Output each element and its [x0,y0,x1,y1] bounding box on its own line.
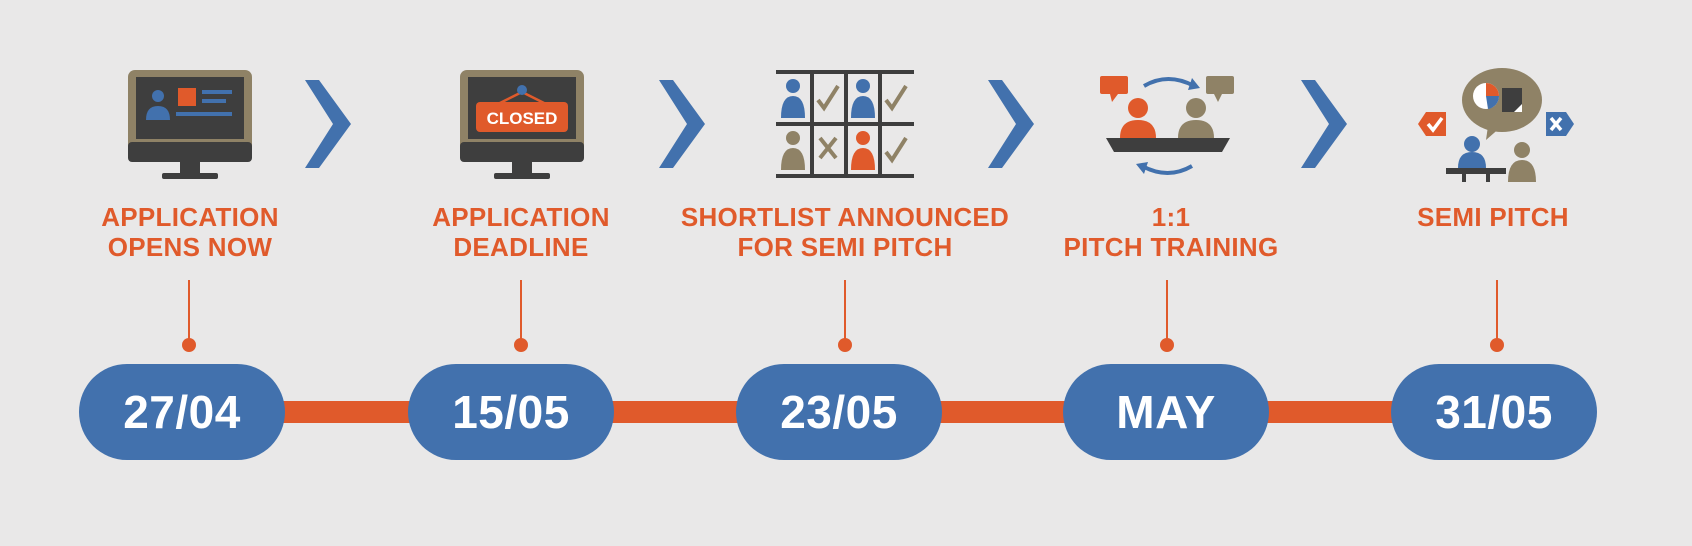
connector-dot [514,338,528,352]
step-label-application-opens: APPLICATION OPENS NOW [20,202,360,262]
label-line: 1:1 [1151,202,1191,232]
date-pill: 31/05 [1391,364,1597,460]
label-line: APPLICATION [101,202,279,232]
connector-stem [188,280,190,344]
step-label-shortlist-announced: SHORTLIST ANNOUNCED FOR SEMI PITCH [675,202,1015,262]
connector-stem [1496,280,1498,344]
monitor-closed-sign-icon: CLOSED [460,70,584,179]
chevron-right-icon [659,80,705,168]
chevron-right-icon [305,80,351,168]
closed-sign-text: CLOSED [487,109,558,128]
label-line: SEMI PITCH [1417,202,1569,232]
label-line: PITCH TRAINING [1063,232,1279,262]
connector-stem [844,280,846,344]
connector-dot [182,338,196,352]
pitch-training-icon [1100,76,1234,175]
step-label-pitch-training: 1:1 PITCH TRAINING [1001,202,1341,262]
label-line: SHORTLIST ANNOUNCED [680,202,1010,232]
label-line: DEADLINE [453,232,589,262]
connector-dot [838,338,852,352]
connector-dot [1160,338,1174,352]
date-pill: 27/04 [79,364,285,460]
date-pill: 23/05 [736,364,942,460]
label-line: APPLICATION [432,202,610,232]
semi-pitch-icon [1418,68,1574,182]
label-line: FOR SEMI PITCH [737,232,953,262]
shortlist-grid-icon [776,70,914,178]
connector-dot [1490,338,1504,352]
connector-stem [520,280,522,344]
chevron-right-icon [1301,80,1347,168]
step-label-application-deadline: APPLICATION DEADLINE [351,202,691,262]
connector-stem [1166,280,1168,344]
label-line: OPENS NOW [107,232,273,262]
date-pill: 15/05 [408,364,614,460]
monitor-presentation-icon [128,70,252,179]
date-pill: MAY [1063,364,1269,460]
chevron-right-icon [988,80,1034,168]
step-label-semi-pitch: SEMI PITCH [1323,202,1663,232]
